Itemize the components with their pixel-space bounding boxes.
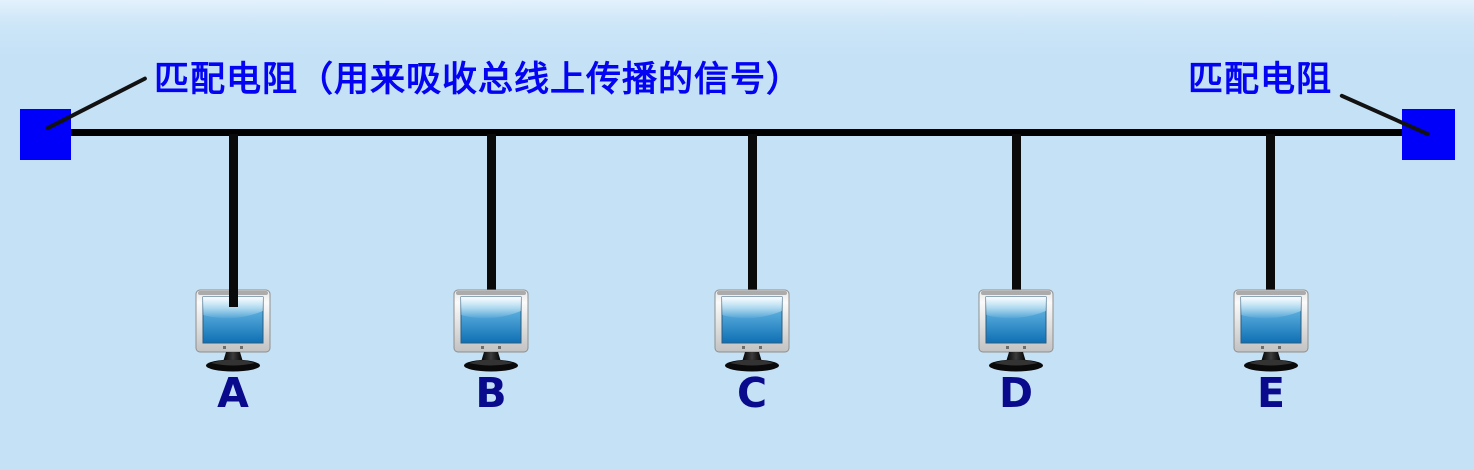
computer-node-a: A [195,288,271,414]
monitor-icon [978,289,1054,372]
drop-cable-d [1012,134,1021,292]
monitor-icon [453,289,529,372]
annotation-matching-resistor-right: 匹配电阻 [1188,60,1333,100]
node-label-d: D [998,369,1034,417]
monitor-icon [1233,289,1309,372]
leader-line-left [45,75,148,131]
computer-node-b: B [453,288,529,414]
drop-cable-b [487,134,496,292]
drop-cable-c [748,134,757,292]
computer-node-d: D [978,288,1054,414]
drop-cable-a [229,134,238,307]
drop-cable-e [1266,134,1275,292]
monitor-icon [195,289,271,372]
node-label-c: C [736,369,768,417]
computer-node-c: C [714,288,790,414]
node-label-a: A [217,369,249,417]
node-label-b: B [475,369,507,417]
bus-line [44,129,1432,136]
monitor-icon [714,289,790,372]
annotation-matching-resistor-left: 匹配电阻（用来吸收总线上传播的信号） [154,60,803,100]
computer-node-e: E [1233,288,1309,414]
node-label-e: E [1256,369,1285,417]
